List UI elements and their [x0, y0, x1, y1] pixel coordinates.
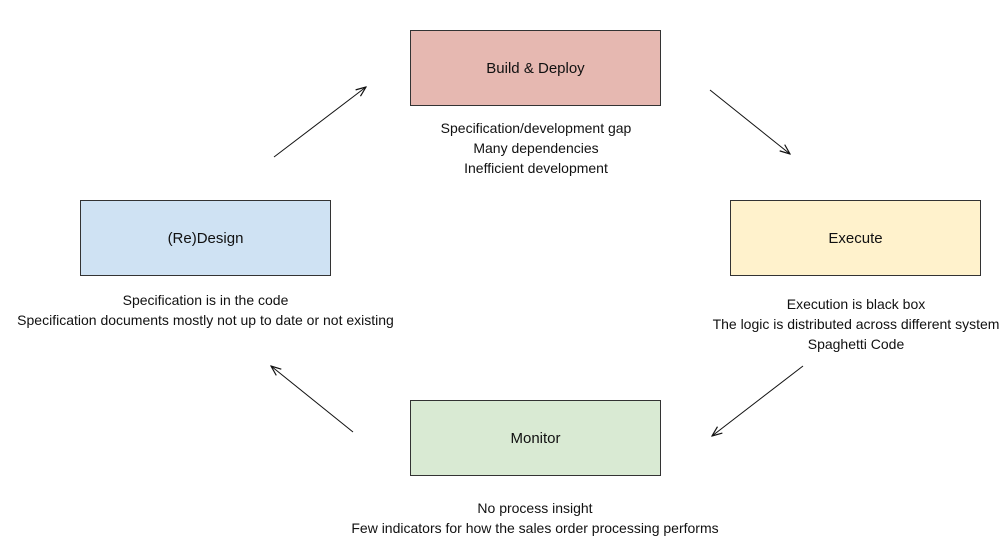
arrow-execute-to-monitor — [712, 365, 804, 436]
redesign-note: Specification is in the code — [122, 292, 289, 308]
arrow-build-to-execute — [709, 89, 790, 154]
arrow-monitor-to-redesign — [271, 366, 354, 433]
redesign-label: (Re)Design — [167, 229, 244, 247]
monitor-box: Monitor — [410, 400, 661, 476]
execute-notes: Execution is black box The logic is dist… — [706, 294, 1006, 354]
monitor-notes: No process insight Few indicators for ho… — [335, 498, 735, 538]
build-deploy-label: Build & Deploy — [486, 59, 585, 77]
execute-label: Execute — [828, 229, 883, 247]
redesign-note: Specification documents mostly not up to… — [17, 312, 394, 328]
execute-note: The logic is distributed across differen… — [712, 316, 1000, 332]
monitor-note: No process insight — [477, 500, 593, 516]
arrow-redesign-to-build — [273, 87, 366, 158]
build-deploy-note: Specification/development gap — [440, 120, 632, 136]
execute-note: Execution is black box — [786, 296, 926, 312]
redesign-box: (Re)Design — [80, 200, 331, 276]
build-deploy-note: Inefficient development — [464, 160, 608, 176]
redesign-notes: Specification is in the code Specificati… — [0, 290, 411, 330]
monitor-label: Monitor — [510, 429, 561, 447]
execute-note: Spaghetti Code — [807, 336, 905, 352]
build-deploy-note: Many dependencies — [473, 140, 599, 156]
monitor-note: Few indicators for how the sales order p… — [351, 520, 719, 536]
build-deploy-notes: Specification/development gap Many depen… — [386, 118, 686, 178]
execute-box: Execute — [730, 200, 981, 276]
build-deploy-box: Build & Deploy — [410, 30, 661, 106]
